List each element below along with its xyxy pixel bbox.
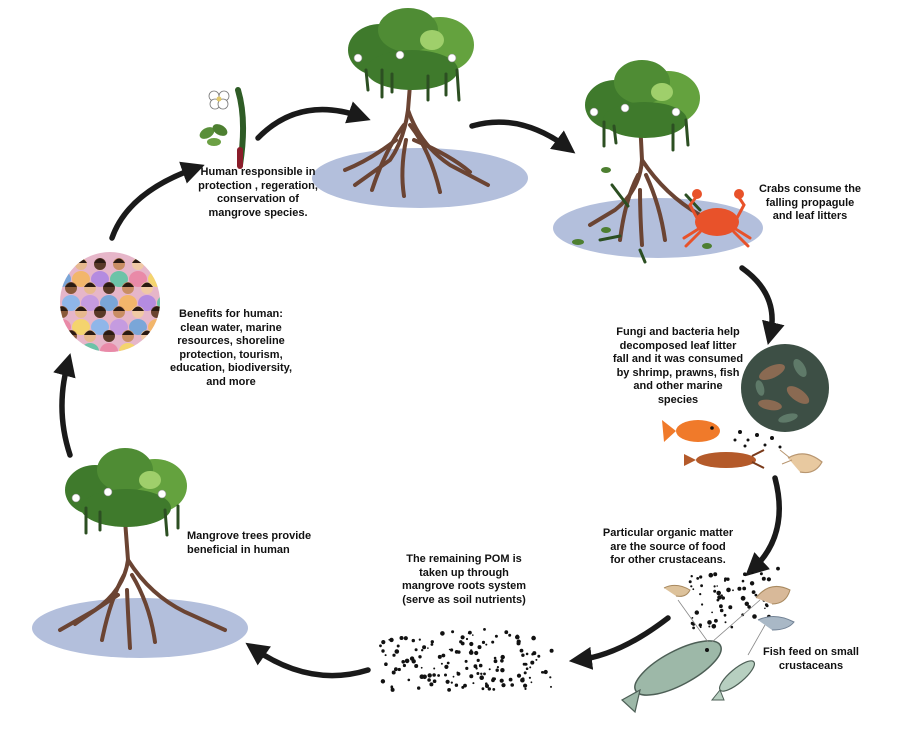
arrow-particles-to-tree — [245, 642, 371, 679]
feeding-lines — [677, 599, 766, 656]
arrow-fish-to-particles — [568, 615, 671, 670]
particles-icon — [733, 430, 782, 449]
mangrove-tree-icon — [312, 8, 528, 208]
label-fungi: Fungi and bacteria help decomposed leaf … — [612, 326, 744, 406]
arrow-tree-to-people — [53, 353, 76, 458]
crab-icon — [682, 189, 752, 248]
label-crabs: Crabs consume the falling propagule and … — [758, 183, 862, 222]
cycle-arrows — [53, 101, 785, 679]
arrow-seedling-to-tree — [255, 101, 371, 141]
flower-seedling-icon — [199, 87, 247, 169]
label-mangrove-beneficial: Mangrove trees provide beneficial in hum… — [187, 530, 312, 556]
leaf-litter-icon — [741, 344, 829, 432]
shrimp-icon — [663, 584, 795, 631]
goldfish-icon — [662, 420, 720, 442]
arrow-crab-to-fungi — [739, 265, 785, 345]
lobster-icon — [684, 449, 765, 469]
mangrove-tree-icon — [32, 448, 248, 658]
label-pom-source: Particular organic matter are the source… — [602, 527, 734, 566]
label-human-responsible: Human responsible in protection , regera… — [198, 166, 318, 219]
arrow-people-to-human — [109, 161, 205, 241]
fish-icon — [620, 640, 756, 714]
label-remaining-pom: The remaining POM is taken up through ma… — [401, 553, 527, 606]
particles-icon — [379, 628, 554, 692]
label-fish-feed: Fish feed on small crustaceans — [763, 646, 859, 672]
shrimp-icon — [779, 449, 823, 474]
arrow-tree-to-crab-tree — [469, 119, 576, 154]
label-benefits: Benefits for human: clean water, marine … — [169, 308, 293, 388]
arrow-fungi-to-pom — [745, 475, 782, 577]
